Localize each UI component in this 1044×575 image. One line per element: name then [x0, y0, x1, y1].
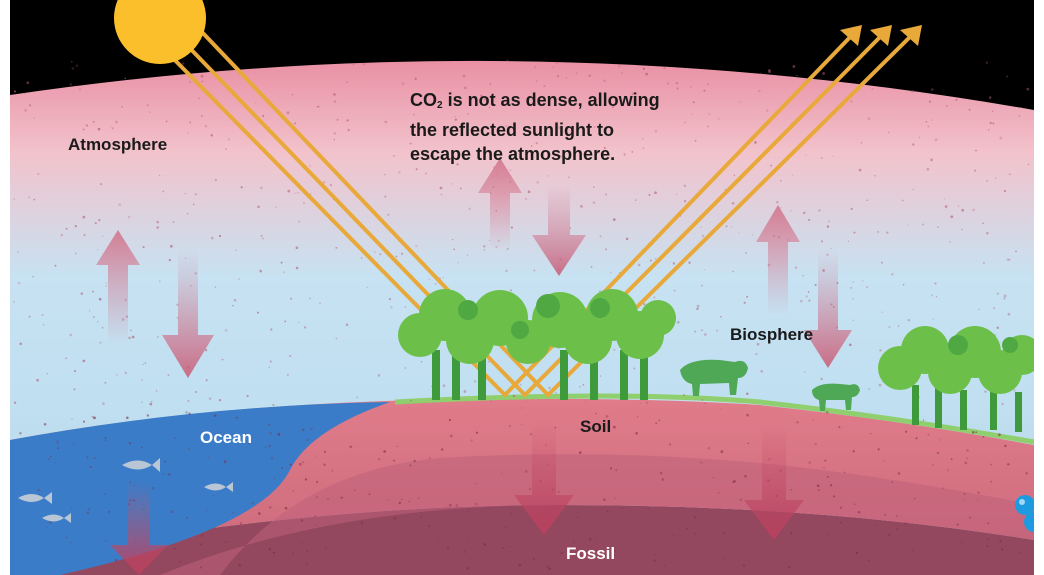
biosphere-up-arrow [756, 205, 800, 315]
caption-chem-subscript: 2 [437, 100, 443, 111]
calf-icon [812, 383, 860, 411]
fish-icon [204, 482, 233, 492]
caption-up-arrow [478, 158, 522, 250]
fish-icons [18, 458, 233, 523]
reflected-ray-arrowheads [840, 25, 922, 46]
ocean-layer [10, 402, 390, 575]
central-forest-icon [398, 289, 676, 400]
fish-icon [122, 458, 160, 472]
co2-caption: CO2 is not as dense, allowing the reflec… [410, 88, 740, 166]
ocean-label: Ocean [200, 428, 252, 447]
caption-line-2: the reflected sunlight to [410, 120, 615, 140]
biosphere-down-arrow [804, 250, 852, 368]
biosphere-label: Biosphere [730, 325, 814, 344]
caption-chem-prefix: CO [410, 90, 437, 110]
right-forest-icon [878, 326, 1042, 432]
soil-deep-band [160, 454, 1034, 575]
fossil-label: Fossil [566, 544, 616, 563]
ocean-down-arrow [110, 480, 168, 575]
right-border [1034, 0, 1044, 575]
soil-label: Soil [580, 417, 612, 436]
left-border [0, 0, 10, 575]
caption-line-1-rest: is not as dense, allowing [442, 90, 660, 110]
sun-icon [114, 0, 206, 64]
soil-down-arrow [514, 420, 574, 535]
fish-icon [18, 492, 52, 504]
cow-icon [680, 359, 748, 396]
soil-down-arrow-right [744, 425, 804, 540]
caption-down-arrow [532, 185, 586, 276]
atmosphere-label: Atmosphere [68, 135, 168, 154]
atmosphere-down-arrow [162, 250, 214, 378]
atmosphere-up-arrow [96, 230, 140, 345]
fish-icon [42, 513, 71, 523]
caption-line-3: escape the atmosphere. [410, 144, 616, 164]
caption-line-1: CO2 is not as dense, allowing [410, 88, 740, 118]
